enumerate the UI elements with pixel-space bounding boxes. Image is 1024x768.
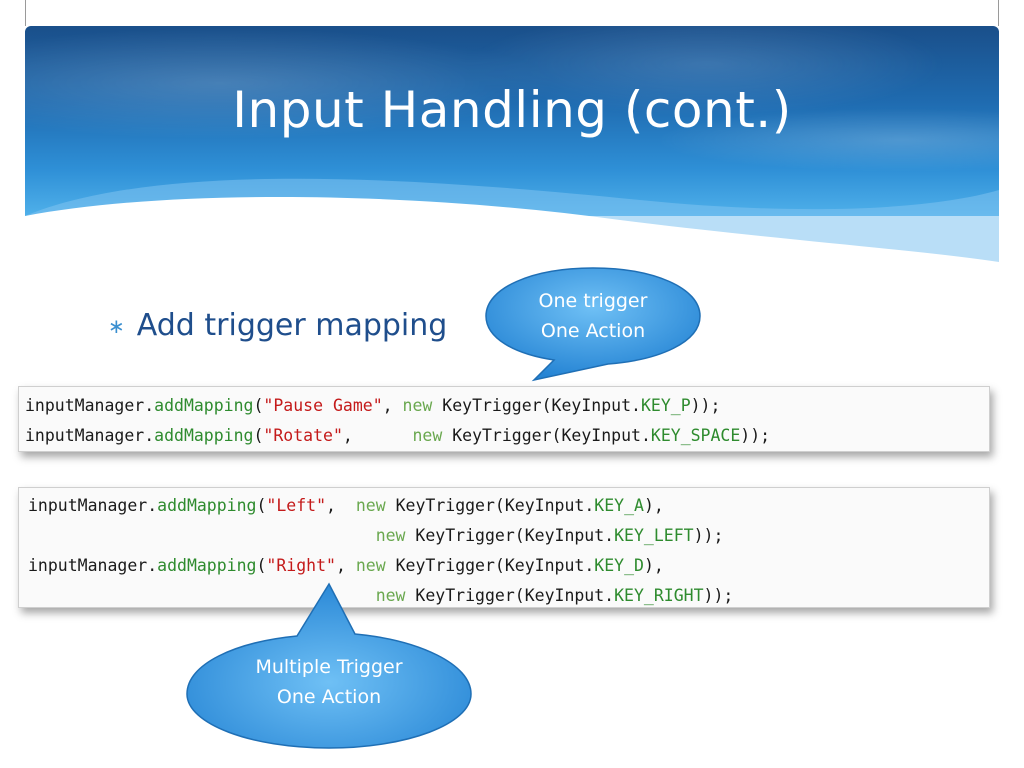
code-token: [28, 526, 376, 545]
code-token: ,: [335, 556, 356, 575]
code-token: new: [402, 396, 433, 415]
code-token: inputManager.: [25, 426, 155, 445]
code-line: new KeyTrigger(KeyInput.KEY_LEFT));: [28, 521, 989, 551]
code-token: ,: [342, 426, 413, 445]
frame-left-line: [25, 0, 26, 26]
code-token: "Right": [266, 556, 336, 575]
code-token: KeyTrigger(KeyInput.: [385, 556, 595, 575]
code-token: (: [256, 556, 267, 575]
code-token: KEY_RIGHT: [614, 586, 704, 605]
code-token: (: [253, 396, 264, 415]
code-token: new: [375, 526, 406, 545]
code-block-single-trigger: inputManager.addMapping("Pause Game", ne…: [18, 386, 990, 452]
code-token: ),: [643, 556, 664, 575]
code-token: KeyTrigger(KeyInput.: [405, 586, 615, 605]
bullet-item: ∗ Add trigger mapping: [108, 308, 447, 343]
code-token: inputManager.: [28, 556, 158, 575]
code-token: ));: [693, 526, 724, 545]
code-token: "Left": [266, 496, 327, 515]
code-token: (: [253, 426, 264, 445]
code-line: inputManager.addMapping("Pause Game", ne…: [25, 391, 989, 421]
frame-right-line: [998, 0, 999, 26]
code-token: addMapping: [154, 426, 254, 445]
code-token: KeyTrigger(KeyInput.: [442, 426, 651, 445]
code-line: inputManager.addMapping("Right", new Key…: [28, 551, 989, 581]
code-token: (: [256, 496, 267, 515]
code-token: KeyTrigger(KeyInput.: [385, 496, 595, 515]
code-token: "Rotate": [263, 426, 343, 445]
code-token: KEY_SPACE: [650, 426, 741, 445]
callout-bottom-line2: One Action: [276, 686, 382, 708]
code-token: ),: [643, 496, 664, 515]
bullet-star-icon: ∗: [108, 313, 125, 338]
code-token: addMapping: [157, 496, 257, 515]
bullet-text: Add trigger mapping: [136, 308, 448, 343]
code-token: "Pause Game": [263, 396, 383, 415]
code-token: inputManager.: [25, 396, 155, 415]
callout-multiple-trigger: Multiple Trigger One Action: [185, 582, 473, 750]
callout-one-trigger: One trigger One Action: [484, 266, 702, 382]
callout-top-line2: One Action: [540, 320, 646, 342]
banner-swoosh: [25, 178, 999, 290]
code-token: ,: [382, 396, 403, 415]
code-token: KEY_P: [640, 396, 691, 415]
code-token: addMapping: [157, 556, 257, 575]
code-token: KeyTrigger(KeyInput.: [432, 396, 641, 415]
code-block-multiple-trigger: inputManager.addMapping("Left", new KeyT…: [18, 487, 990, 608]
code-token: KEY_LEFT: [614, 526, 694, 545]
code-token: ));: [690, 396, 721, 415]
code-token: new: [355, 556, 386, 575]
code-line: inputManager.addMapping("Left", new KeyT…: [28, 491, 989, 521]
code-token: KeyTrigger(KeyInput.: [405, 526, 615, 545]
slide-title: Input Handling (cont.): [232, 81, 792, 139]
callout-bubble-top: [485, 267, 701, 382]
code-token: ));: [703, 586, 734, 605]
code-token: new: [355, 496, 386, 515]
code-line: inputManager.addMapping("Rotate", new Ke…: [25, 421, 989, 451]
callout-bottom-line1: Multiple Trigger: [255, 656, 403, 678]
code-token: new: [412, 426, 443, 445]
code-token: KEY_A: [594, 496, 644, 515]
code-token: new: [375, 586, 406, 605]
callout-top-line1: One trigger: [538, 290, 648, 312]
code-token: addMapping: [154, 396, 254, 415]
code-token: inputManager.: [28, 496, 158, 515]
code-token: ));: [740, 426, 771, 445]
code-line: new KeyTrigger(KeyInput.KEY_RIGHT));: [28, 581, 989, 611]
code-token: ,: [326, 496, 356, 515]
code-token: KEY_D: [594, 556, 644, 575]
callout-bubble-bottom: [186, 582, 472, 749]
